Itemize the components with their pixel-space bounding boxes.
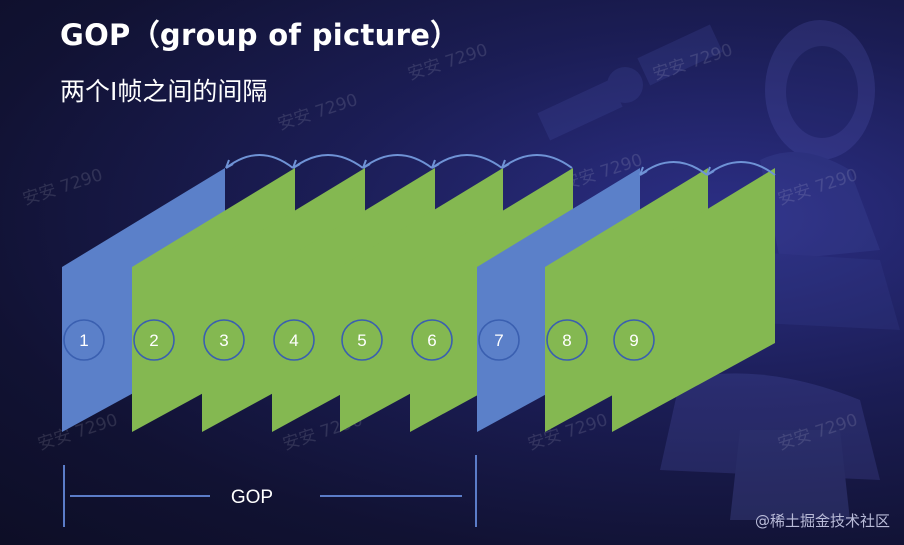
frame-number-circle <box>613 319 655 361</box>
arrow-head <box>362 159 371 169</box>
frame-number-label: 4 <box>289 331 298 350</box>
gop-label: GOP <box>231 487 273 508</box>
frames-layer: 1 2 3 4 5 6 7 8 9 <box>62 154 776 432</box>
arrow-head <box>431 159 440 169</box>
reference-arrow <box>639 161 708 176</box>
footer-brand: @稀土掘金技术社区 <box>754 512 890 530</box>
reference-arrow <box>431 154 503 169</box>
reference-arrows <box>225 154 776 176</box>
frame-number-circle <box>478 319 520 361</box>
reference-arrow <box>501 154 573 169</box>
watermark-text: 安安 7290 <box>275 90 360 135</box>
frame-number-circle <box>411 319 453 361</box>
frame-number-label: 2 <box>149 331 158 350</box>
frame-number-label: 8 <box>562 331 571 350</box>
arrow-head <box>639 166 648 176</box>
frame-number-circle <box>341 319 383 361</box>
reference-arrow <box>292 154 364 169</box>
reference-arrow <box>225 154 294 169</box>
frame-number-circle <box>546 319 588 361</box>
reference-arrow <box>362 154 433 169</box>
frame-number-label: 1 <box>79 331 88 350</box>
frame-number-label: 9 <box>629 331 638 350</box>
frame-number-label: 5 <box>357 331 366 350</box>
frame-9 <box>612 168 775 432</box>
page-title: GOP（group of picture） <box>60 18 460 52</box>
frame-number-circle <box>273 319 315 361</box>
arrow-head <box>501 159 510 169</box>
arrow-head <box>706 166 715 176</box>
arrow-head <box>292 159 301 169</box>
arrow-head <box>225 159 234 169</box>
page-subtitle: 两个I帧之间的间隔 <box>60 77 268 106</box>
frame-number-circle <box>133 319 175 361</box>
watermark-text: 安安 7290 <box>20 165 105 210</box>
gop-bracket: GOP <box>63 455 477 527</box>
frame-number-label: 7 <box>494 331 503 350</box>
frame-number-label: 3 <box>219 331 228 350</box>
frame-number-label: 6 <box>427 331 436 350</box>
frame-number-circle <box>203 319 245 361</box>
frame-number-circle <box>63 319 105 361</box>
